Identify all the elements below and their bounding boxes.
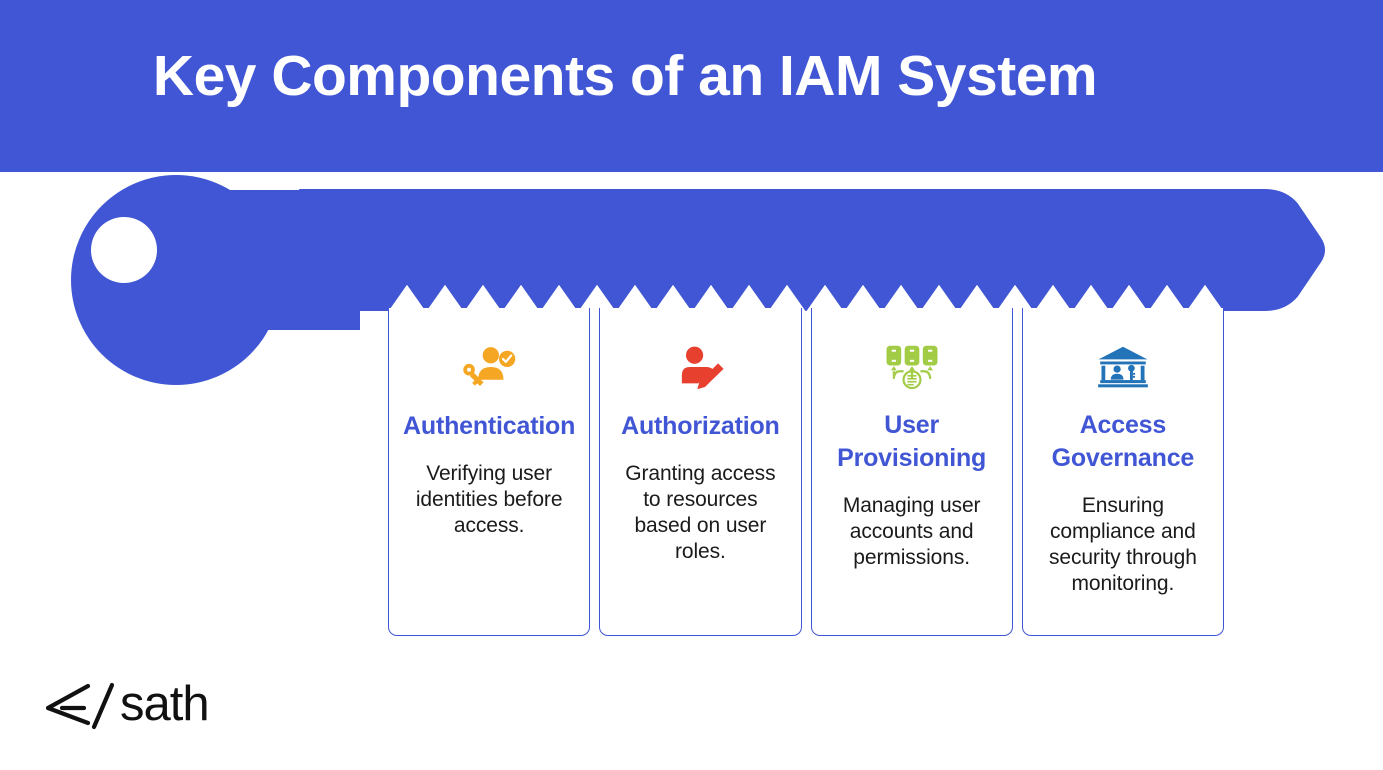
card-description: Managing user accounts and permissions. bbox=[842, 494, 981, 569]
card-authentication[interactable]: Authentication Verifying user identities… bbox=[388, 308, 591, 636]
card-title: Authorization bbox=[621, 412, 780, 440]
page-title: Key Components of an IAM System bbox=[152, 44, 1098, 108]
components-card-row: Authentication Verifying user identities… bbox=[388, 308, 1224, 636]
header-band bbox=[0, 0, 1383, 172]
card-authorization[interactable]: Authorization Granting access to resourc… bbox=[599, 308, 802, 636]
user-key-check-icon bbox=[457, 338, 521, 396]
user-pencil-icon bbox=[668, 338, 732, 396]
card-title: Authentication bbox=[403, 412, 576, 440]
key-bow-icon bbox=[71, 175, 281, 385]
code-slash-mark-icon bbox=[45, 682, 115, 730]
card-user-provisioning[interactable]: User Provisioning Managing user accounts… bbox=[810, 308, 1013, 636]
card-description: Granting access to resources based on us… bbox=[625, 462, 776, 563]
user-provisioning-servers-icon bbox=[880, 338, 944, 396]
brand-logo[interactable]: sath bbox=[40, 676, 210, 732]
governance-bank-icon bbox=[1091, 338, 1155, 396]
card-title: Access Governance bbox=[1051, 411, 1195, 472]
card-description: Ensuring compliance and security through… bbox=[1048, 494, 1197, 595]
brand-logo-text: sath bbox=[120, 677, 210, 731]
card-description: Verifying user identities before access. bbox=[415, 462, 563, 537]
card-title: User Provisioning bbox=[837, 411, 987, 472]
card-access-governance[interactable]: Access Governance Ensuring compliance an… bbox=[1021, 308, 1224, 636]
